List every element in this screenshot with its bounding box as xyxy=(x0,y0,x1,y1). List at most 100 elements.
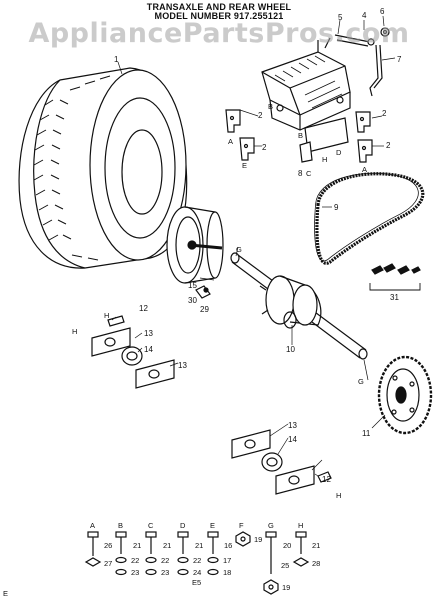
flange-bearing-left xyxy=(121,346,143,366)
wheel-rim xyxy=(166,206,224,284)
bolt-d xyxy=(177,531,189,576)
bolt-e xyxy=(207,531,219,576)
clip-left xyxy=(107,315,125,327)
hardware-row xyxy=(84,531,310,595)
hw-a-letter: A xyxy=(90,521,95,530)
letter-h-2: H xyxy=(72,327,77,336)
hardware-labels: A 26 27 B 21 22 23 C 21 22 23 D 21 22 24… xyxy=(3,521,320,598)
hw-e-n2: 17 xyxy=(223,556,231,565)
hw-b-letter: B xyxy=(118,521,123,530)
bolt-c xyxy=(145,531,157,576)
callout-14a: 14 xyxy=(144,345,153,354)
clip-right xyxy=(317,471,332,483)
hw-h-n2: 28 xyxy=(312,559,320,568)
letter-e-1: E xyxy=(242,161,247,170)
bearing-plate-left-outer xyxy=(135,359,175,389)
letter-h-3: H xyxy=(104,311,109,320)
hw-c-n3: 23 xyxy=(161,568,169,577)
callout-2a: 2 xyxy=(258,111,263,120)
hw-e-n1: 16 xyxy=(224,541,232,550)
hw-b-n2: 22 xyxy=(131,556,139,565)
callout-29: 29 xyxy=(200,305,209,314)
hw-h-n1: 21 xyxy=(312,541,320,550)
hw-f-n1: 19 xyxy=(254,535,262,544)
hw-g-n2: 25 xyxy=(281,561,289,570)
transaxle-plate xyxy=(299,117,349,163)
drive-sprocket xyxy=(377,355,433,435)
transaxle-gearbox xyxy=(261,37,351,131)
hw-h-letter: H xyxy=(298,521,303,530)
letter-h-4: H xyxy=(336,491,341,500)
footer-code: E5 xyxy=(192,578,201,587)
hw-c-n1: 21 xyxy=(163,541,171,550)
bearing-plate-right-inner xyxy=(231,429,271,459)
hw-c-letter: C xyxy=(148,521,154,530)
callout-4: 4 xyxy=(362,11,367,20)
letter-g-2: G xyxy=(358,377,364,386)
model-number: MODEL NUMBER 917.255121 xyxy=(154,11,284,21)
callout-2c: 2 xyxy=(382,109,387,118)
callout-14b: 14 xyxy=(288,435,297,444)
hw-d-letter: D xyxy=(180,521,186,530)
letter-g-1: G xyxy=(236,245,242,254)
rear-tire xyxy=(18,67,188,269)
bolt-h xyxy=(292,531,310,567)
callout-11: 11 xyxy=(362,429,371,438)
hw-e-n3: 18 xyxy=(223,568,231,577)
hw-g-n1: 20 xyxy=(283,541,291,550)
callout-1: 1 xyxy=(114,55,119,64)
callout-10: 10 xyxy=(286,345,295,354)
callout-5: 5 xyxy=(338,13,343,22)
callout-12a: 12 xyxy=(139,304,148,313)
hw-g-n3: 19 xyxy=(282,583,290,592)
hw-b-n3: 23 xyxy=(131,568,139,577)
shift-lever-rod xyxy=(334,27,390,97)
bolt-g xyxy=(263,531,279,595)
callout-6: 6 xyxy=(380,7,385,16)
hw-d-n1: 21 xyxy=(195,541,203,550)
letter-b-2: B xyxy=(298,131,303,140)
diagram-title: TRANSAXLE AND REAR WHEEL xyxy=(146,2,292,12)
callout-31: 31 xyxy=(390,293,399,302)
mounting-bracket-right-top xyxy=(355,111,371,133)
bearing-plate-right-outer xyxy=(275,465,315,495)
mounting-bracket-left xyxy=(225,109,241,133)
bolt-b xyxy=(115,531,127,576)
letter-h-1: H xyxy=(322,155,327,164)
callout-labels: 1 15 10 11 9 5 4 6 7 8 2 2 2 2 31 30 29 … xyxy=(72,7,402,500)
axle-keys xyxy=(369,263,421,291)
callout-7: 7 xyxy=(397,55,402,64)
hw-f-letter: F xyxy=(239,521,244,530)
hw-c-n2: 22 xyxy=(161,556,169,565)
callout-2b: 2 xyxy=(262,143,267,152)
letter-b-1: B xyxy=(268,102,273,111)
callout-8: 8 xyxy=(298,169,303,178)
callout-13c: 13 xyxy=(288,421,297,430)
hw-a-n2: 27 xyxy=(104,559,112,568)
callout-9: 9 xyxy=(334,203,339,212)
callout-13b: 13 xyxy=(178,361,187,370)
hw-d-n3: 24 xyxy=(193,568,201,577)
letter-d-1: D xyxy=(336,148,342,157)
callout-15: 15 xyxy=(188,281,197,290)
differential-housing xyxy=(259,275,322,329)
bolt-a xyxy=(84,531,102,567)
hw-e-letter: E xyxy=(210,521,215,530)
mounting-bracket-right xyxy=(357,139,373,163)
callout-12b: 12 xyxy=(322,475,331,484)
retaining-clip xyxy=(195,285,211,299)
hw-d-n2: 22 xyxy=(193,556,201,565)
callout-2d: 2 xyxy=(386,141,391,150)
bearing-plate-left-inner xyxy=(91,327,131,357)
letter-a-1: A xyxy=(228,137,233,146)
mounting-bracket-mid xyxy=(239,137,255,161)
flange-bearing-right xyxy=(261,452,283,472)
callout-30: 30 xyxy=(188,296,197,305)
callout-13a: 13 xyxy=(144,329,153,338)
corner-mark: E xyxy=(3,589,8,598)
hw-g-letter: G xyxy=(268,521,274,530)
hw-b-n1: 21 xyxy=(133,541,141,550)
letter-a-2: A xyxy=(362,165,367,174)
